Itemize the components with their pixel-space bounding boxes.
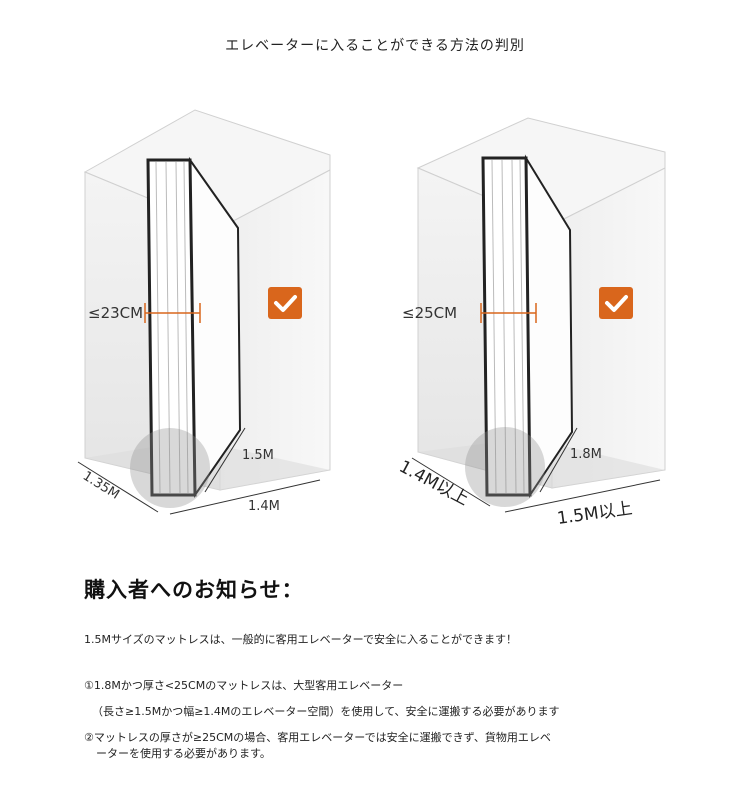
height-label-left: 1.5M bbox=[242, 448, 274, 463]
thickness-marker-left bbox=[144, 303, 201, 323]
depth-label-left: 1.35M bbox=[80, 469, 122, 503]
elevator-right bbox=[411, 117, 666, 513]
thickness-marker-right bbox=[480, 303, 537, 323]
notice-title: 購入者へのお知らせ： bbox=[84, 578, 304, 602]
page-title: エレベーターに入ることができる方法の判別 bbox=[225, 38, 525, 54]
width-label-left: 1.4M bbox=[248, 499, 280, 514]
elevator-left bbox=[77, 109, 331, 515]
elevator-diagram: ≤23CM 1.5M 1.4M 1.35M ≤25CM 1.8M bbox=[77, 109, 666, 529]
width-label-right: 1.5M以上 bbox=[556, 499, 634, 529]
notice-line-3: （長さ≥1.5Mかつ幅≥1.4Mのエレベーター空間）を使用して、安全に運搬する必… bbox=[92, 705, 560, 718]
floor-circle-left bbox=[130, 428, 210, 508]
check-badge-left bbox=[268, 287, 302, 319]
mattress-right bbox=[481, 154, 574, 499]
mattress-left bbox=[146, 156, 242, 499]
notice-line-1: 1.5Mサイズのマットレスは、一般的に客用エレベーターで安全に入ることができます… bbox=[84, 633, 517, 646]
floor-circle-right bbox=[465, 427, 545, 507]
thickness-label-left: ≤23CM bbox=[88, 304, 143, 322]
height-label-right: 1.8M bbox=[570, 447, 602, 462]
notice-line-2: ①1.8Mかつ厚さ<25CMのマットレスは、大型客用エレベーター bbox=[84, 679, 404, 692]
notice-line-4: ②マットレスの厚さが≥25CMの場合、客用エレベーターでは安全に運搬できず、貨物… bbox=[84, 731, 551, 744]
check-icon bbox=[274, 295, 297, 312]
depth-label-right: 1.4M以上 bbox=[396, 457, 472, 510]
check-badge-right bbox=[599, 287, 633, 319]
notice-line-5: ーターを使用する必要があります。 bbox=[96, 747, 271, 760]
check-icon bbox=[605, 295, 628, 312]
thickness-label-right: ≤25CM bbox=[402, 304, 457, 322]
